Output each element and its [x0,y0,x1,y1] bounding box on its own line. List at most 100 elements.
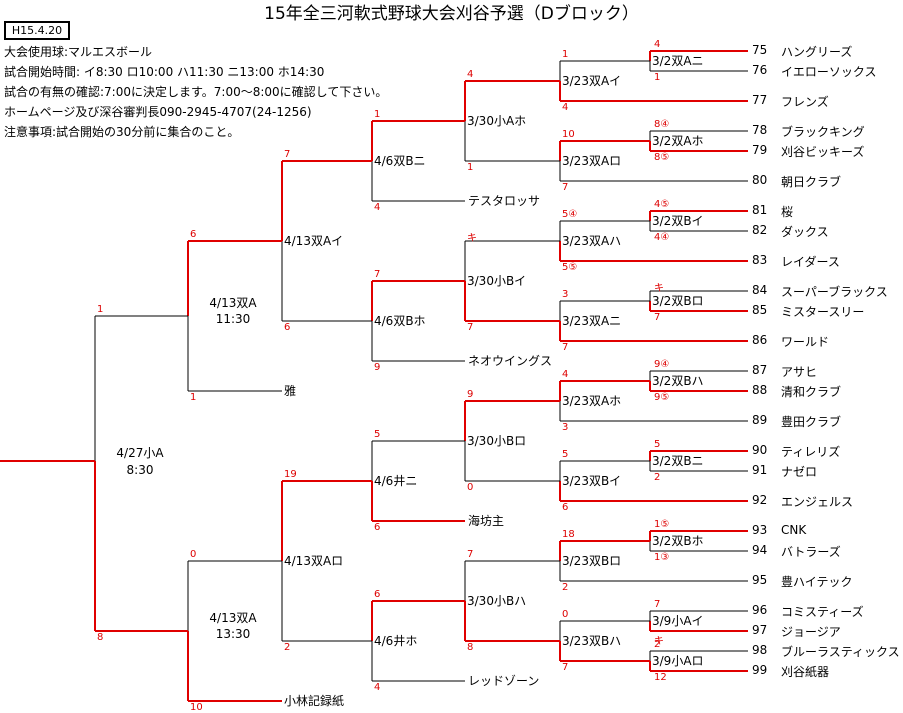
match-label-r1: 3/9小Aイ [652,614,704,628]
team-number: 97 [752,623,768,637]
team-name: フレンズ [781,95,829,109]
match-label-r3: 3/30小Aホ [467,114,527,128]
score-top: 0 [562,609,569,620]
bye-team-name: 小林記録紙 [284,694,345,708]
match-label-r1: 3/2双Bロ [652,294,704,308]
score-top: 3 [562,289,569,300]
bye-team-name: ネオウイングス [468,354,553,368]
match-label-r2: 3/23双Aハ [562,234,622,248]
team-number: 99 [752,663,768,677]
score-bottom: 9 [374,362,381,373]
match-label-r1: 3/2双Bニ [652,454,704,468]
team-number: 86 [752,333,768,347]
team-name: スーパーブラックス [781,285,888,299]
score-top: 2 [654,639,661,650]
score-top: 8④ [654,119,670,130]
team-name: ミスタースリー [781,305,865,319]
match-label-r5: 4/13双Aイ [284,234,344,248]
team-name: コミスティーズ [781,605,864,619]
team-name: 朝日クラブ [781,175,842,189]
match-label-r2: 3/23双Bイ [562,474,622,488]
score-top: 1 [562,49,569,60]
team-number: 80 [752,173,768,187]
match-label-r3: 3/30小Bロ [467,434,527,448]
score-top: 10 [562,129,575,140]
team-name: 桜 [781,205,794,219]
match-label-r1: 3/9小Aロ [652,654,704,668]
match-label-r2: 3/23双Aロ [562,154,622,168]
score-top: 0 [190,549,197,560]
info-notes: 注意事項:試合開始の30分前に集合のこと。 [4,125,240,139]
team-name: ティレリズ [781,445,841,459]
team-name: イエローソックス [781,65,877,79]
score-top: 7 [467,549,474,560]
team-number: 85 [752,303,768,317]
match-label-r1: 3/2双Bホ [652,534,704,548]
team-name: バトラーズ [781,545,841,559]
info-confirm: 試合の有無の確認:7:00に決定します。7:00～8:00に確認して下さい。 [4,85,388,99]
score-bottom: 1 [654,72,661,83]
score-bottom: 4④ [654,232,670,243]
match-label-r4: 4/6井ニ [374,474,418,488]
score-bottom: 6 [374,522,381,533]
team-number: 98 [752,643,768,657]
match-label-r5: 4/13双Aロ [284,554,344,568]
score-top: 4 [562,369,569,380]
score-bottom: 7 [654,312,661,323]
team-number: 87 [752,363,768,377]
score-bottom: 7 [562,342,569,353]
team-number: 92 [752,493,768,507]
team-number: 82 [752,223,768,237]
score-bottom: 4 [374,202,381,213]
match-label-r2: 3/23双Bハ [562,634,622,648]
match-label-r3: 3/30小Bイ [467,274,527,288]
team-name: 豊ハイテック [781,575,853,589]
match-label-r2: 3/23双Aホ [562,394,622,408]
score-top: 5④ [562,209,578,220]
score-bottom: 12 [654,672,667,683]
team-name: ブルーラスティックス [781,645,900,659]
score-top: 4 [467,69,474,80]
team-number: 96 [752,603,768,617]
info-ball: 大会使用球:マルエスボール [4,45,153,59]
match-time-r6: 13:30 [215,627,251,641]
team-number: 90 [752,443,768,457]
date-box: H15.4.20 [4,21,70,40]
score-top: 5 [562,449,569,460]
score-top: 6 [190,229,197,240]
team-number: 95 [752,573,768,587]
match-label-r1: 3/2双Aニ [652,54,704,68]
team-name: 豊田クラブ [781,415,842,429]
score-top: 5 [374,429,381,440]
team-name: ワールド [781,335,830,349]
score-top: 1⑤ [654,519,670,530]
score-top: キ [467,233,477,244]
score-bottom: 4 [374,682,381,693]
team-number: 84 [752,283,768,297]
score-top: キ [654,283,664,294]
team-name: 清和クラブ [781,385,842,399]
score-bottom: 2 [654,472,661,483]
team-name: ダックス [781,225,829,239]
score-top: 9④ [654,359,670,370]
score-bottom: 1③ [654,552,670,563]
score-bottom: 6 [562,502,569,513]
score-top: 19 [284,469,297,480]
match-time-r6: 11:30 [215,312,251,326]
score-bottom: 0 [467,482,474,493]
team-name: アサヒ [781,365,818,379]
team-number: 89 [752,413,768,427]
match-label-r3: 3/30小Bハ [467,594,527,608]
page-title: 15年全三河軟式野球大会刈谷予選（Dブロック） [264,4,639,24]
team-name: 刈谷ビッキーズ [781,145,865,159]
score-bottom: 1 [467,162,474,173]
team-name: レイダース [781,255,840,269]
team-number: 76 [752,63,768,77]
team-name: ジョージア [781,625,841,639]
match-label-r4: 4/6井ホ [374,634,418,648]
score-bottom: 9⑤ [654,392,670,403]
score-bottom: 5⑤ [562,262,578,273]
team-number: 78 [752,123,768,137]
team-name: CNK [781,523,807,537]
bye-team-name: 海坊主 [468,514,505,528]
